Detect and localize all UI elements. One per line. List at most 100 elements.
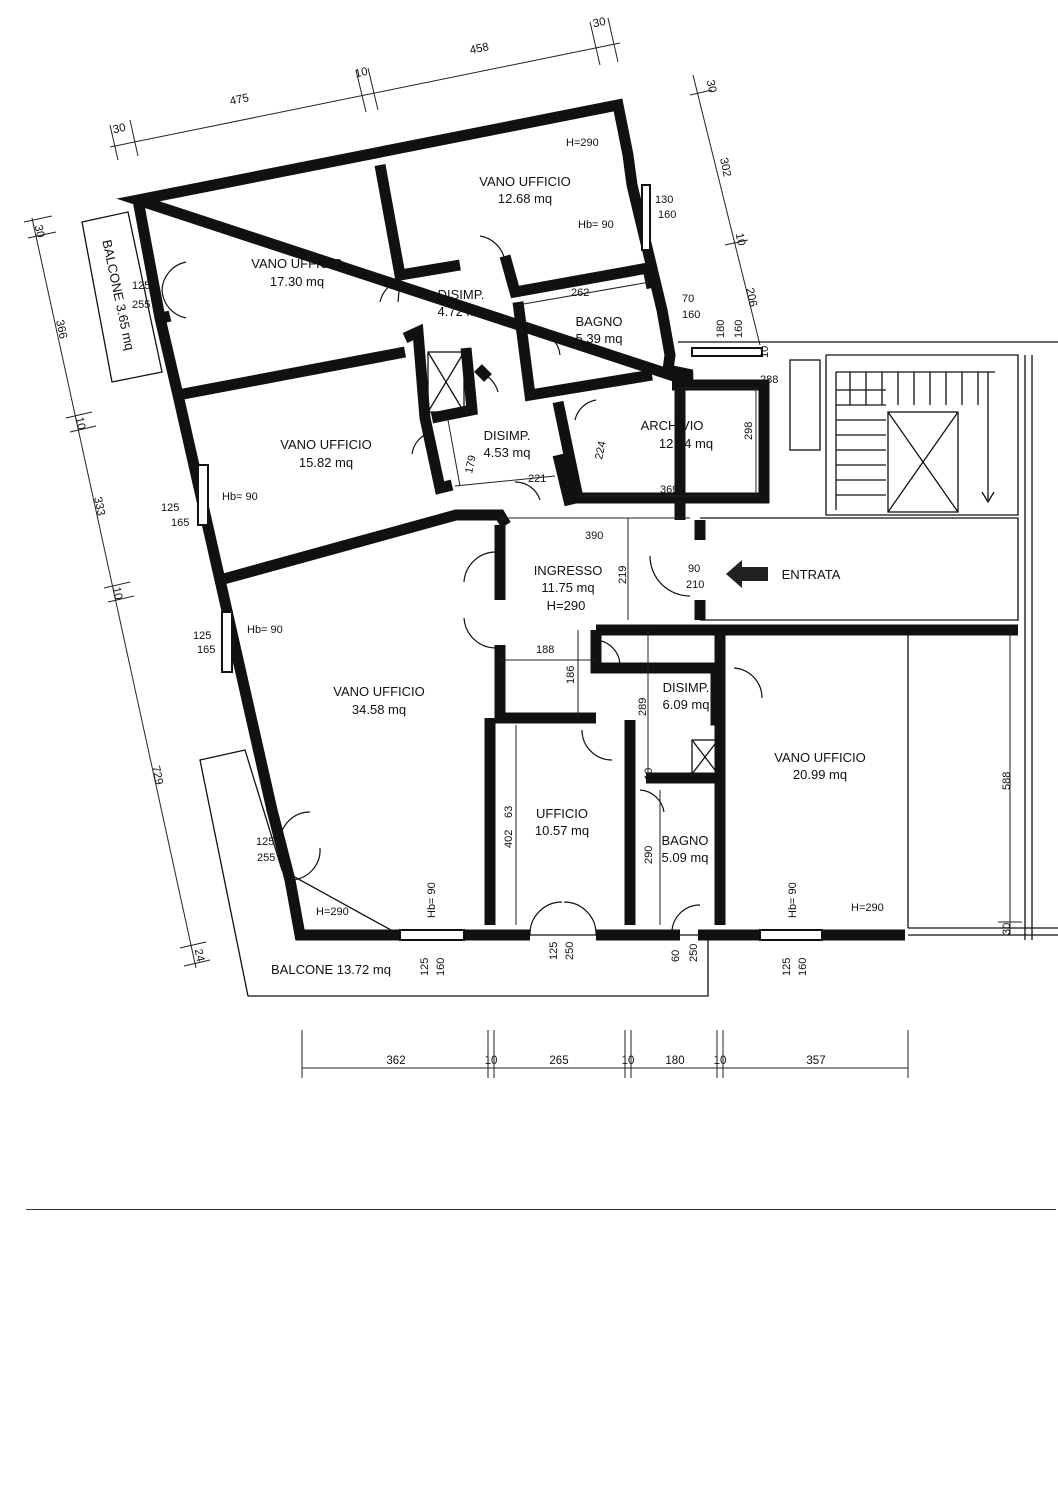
shafts xyxy=(427,351,821,775)
dim-160-h: 160 xyxy=(797,958,809,976)
dim-70: 70 xyxy=(682,293,694,305)
dim-475: 475 xyxy=(229,92,250,108)
dim-362: 362 xyxy=(386,1055,405,1067)
dim-333: 333 xyxy=(91,496,107,517)
room-disimp-3-area: 6.09 mq xyxy=(663,697,710,712)
hb-top: Hb= 90 xyxy=(578,219,614,231)
dim-125-b: 125 xyxy=(161,502,179,514)
dim-402: 402 xyxy=(503,830,515,848)
room-vano-ufficio-5-name: VANO UFFICIO xyxy=(774,750,865,765)
room-vano-ufficio-4-area: 34.58 mq xyxy=(352,702,406,717)
room-vano-ufficio-2-name: VANO UFFICIO xyxy=(479,174,570,189)
room-vano-ufficio-2-area: 12.68 mq xyxy=(498,191,552,206)
page-divider xyxy=(26,1209,1056,1210)
dim-369: 369 xyxy=(660,484,678,496)
height-bottom-right: H=290 xyxy=(851,902,884,914)
dim-125-d: 125 xyxy=(256,836,274,848)
dim-165-c: 165 xyxy=(197,644,215,656)
dim-366: 366 xyxy=(53,319,69,340)
room-ufficio-area: 10.57 mq xyxy=(535,823,589,838)
dim-250-f: 250 xyxy=(564,942,576,960)
hb-left-2: Hb= 90 xyxy=(247,624,283,636)
room-ingresso-height: H=290 xyxy=(547,598,586,613)
dim-390: 390 xyxy=(585,530,603,542)
dim-265: 265 xyxy=(549,1055,568,1067)
dim-125-h: 125 xyxy=(781,958,793,976)
dim-160-e: 160 xyxy=(435,958,447,976)
dim-206: 206 xyxy=(743,287,759,308)
height-top: H=290 xyxy=(566,137,599,149)
exterior-wall xyxy=(116,98,694,384)
dim-125-a: 125 xyxy=(132,280,150,292)
dim-10-mid: 10 xyxy=(643,768,655,780)
dim-250-g: 250 xyxy=(688,944,700,962)
dim-bottom-10-c: 10 xyxy=(714,1055,727,1067)
top-dimension-line xyxy=(109,17,621,161)
dim-125-e: 125 xyxy=(419,958,431,976)
hb-left-1: Hb= 90 xyxy=(222,491,258,503)
room-disimp-1-area: 4.72 mq xyxy=(438,304,485,319)
balcone-small-label: BALCONE 3.65 mq xyxy=(99,238,137,351)
room-vano-ufficio-1-name: VANO UFFICIO xyxy=(251,256,342,271)
dim-224: 224 xyxy=(593,440,609,460)
dim-160-c: 160 xyxy=(733,320,745,338)
dim-10: 10 xyxy=(354,66,369,80)
room-disimp-3-name: DISIMP. xyxy=(663,680,710,695)
dim-221: 221 xyxy=(528,473,546,485)
room-vano-ufficio-1-area: 17.30 mq xyxy=(270,274,324,289)
dim-30-a: 30 xyxy=(112,122,127,136)
dim-160-b: 160 xyxy=(682,309,700,321)
dim-298: 298 xyxy=(743,422,755,440)
dim-63: 63 xyxy=(503,806,515,818)
dim-729: 729 xyxy=(149,765,165,786)
dim-160-a: 160 xyxy=(658,209,676,221)
dim-left-10-a: 10 xyxy=(73,416,87,431)
room-vano-ufficio-4-name: VANO UFFICIO xyxy=(333,684,424,699)
dim-302: 302 xyxy=(717,157,733,178)
dim-179: 179 xyxy=(463,454,479,474)
dim-165-b: 165 xyxy=(171,517,189,529)
dim-180: 180 xyxy=(665,1055,684,1067)
height-bottom-left: H=290 xyxy=(316,906,349,918)
dim-60: 60 xyxy=(670,950,682,962)
dim-125-f: 125 xyxy=(548,942,560,960)
room-archivio-name: ARCHIVIO xyxy=(641,418,704,433)
room-bagno-1-name: BAGNO xyxy=(576,314,623,329)
dim-255-d: 255 xyxy=(257,852,275,864)
stairs xyxy=(835,371,995,513)
dim-288: 288 xyxy=(760,374,778,386)
exterior-wall-left xyxy=(132,198,470,941)
dim-210: 210 xyxy=(686,579,704,591)
dim-290: 290 xyxy=(643,846,655,864)
dim-bottom-10-b: 10 xyxy=(622,1055,635,1067)
dim-90: 90 xyxy=(688,563,700,575)
stairwell xyxy=(825,354,1019,516)
windows xyxy=(197,184,823,941)
dim-588: 588 xyxy=(1001,772,1013,790)
dim-357: 357 xyxy=(806,1055,825,1067)
dim-186: 186 xyxy=(565,666,577,684)
room-bagno-2-area: 5.09 mq xyxy=(662,850,709,865)
dim-125-c: 125 xyxy=(193,630,211,642)
entrance-arrow-icon xyxy=(726,560,768,588)
entrance-hall xyxy=(700,517,1019,621)
dim-255-a: 255 xyxy=(132,299,150,311)
dim-188: 188 xyxy=(536,644,554,656)
balcony-small xyxy=(81,211,163,383)
dim-bottom-10-a: 10 xyxy=(485,1055,498,1067)
internal-dimension-lines xyxy=(447,281,1022,935)
dim-289: 289 xyxy=(637,698,649,716)
hb-bottom-2: Hb= 90 xyxy=(787,882,799,918)
dim-30-right: 30 xyxy=(1001,923,1013,935)
dim-30-b: 30 xyxy=(592,16,607,30)
right-dimension-line xyxy=(689,74,761,346)
room-vano-ufficio-5-area: 20.99 mq xyxy=(793,767,847,782)
room-ingresso-area: 11.75 mq xyxy=(541,580,594,595)
doors xyxy=(161,235,763,936)
bottom-dimension-line xyxy=(301,1030,909,1078)
entrance-label: ENTRATA xyxy=(782,567,841,582)
room-ufficio-name: UFFICIO xyxy=(536,806,588,821)
room-disimp-2-name: DISIMP. xyxy=(484,428,531,443)
left-dimension-line xyxy=(23,215,211,969)
